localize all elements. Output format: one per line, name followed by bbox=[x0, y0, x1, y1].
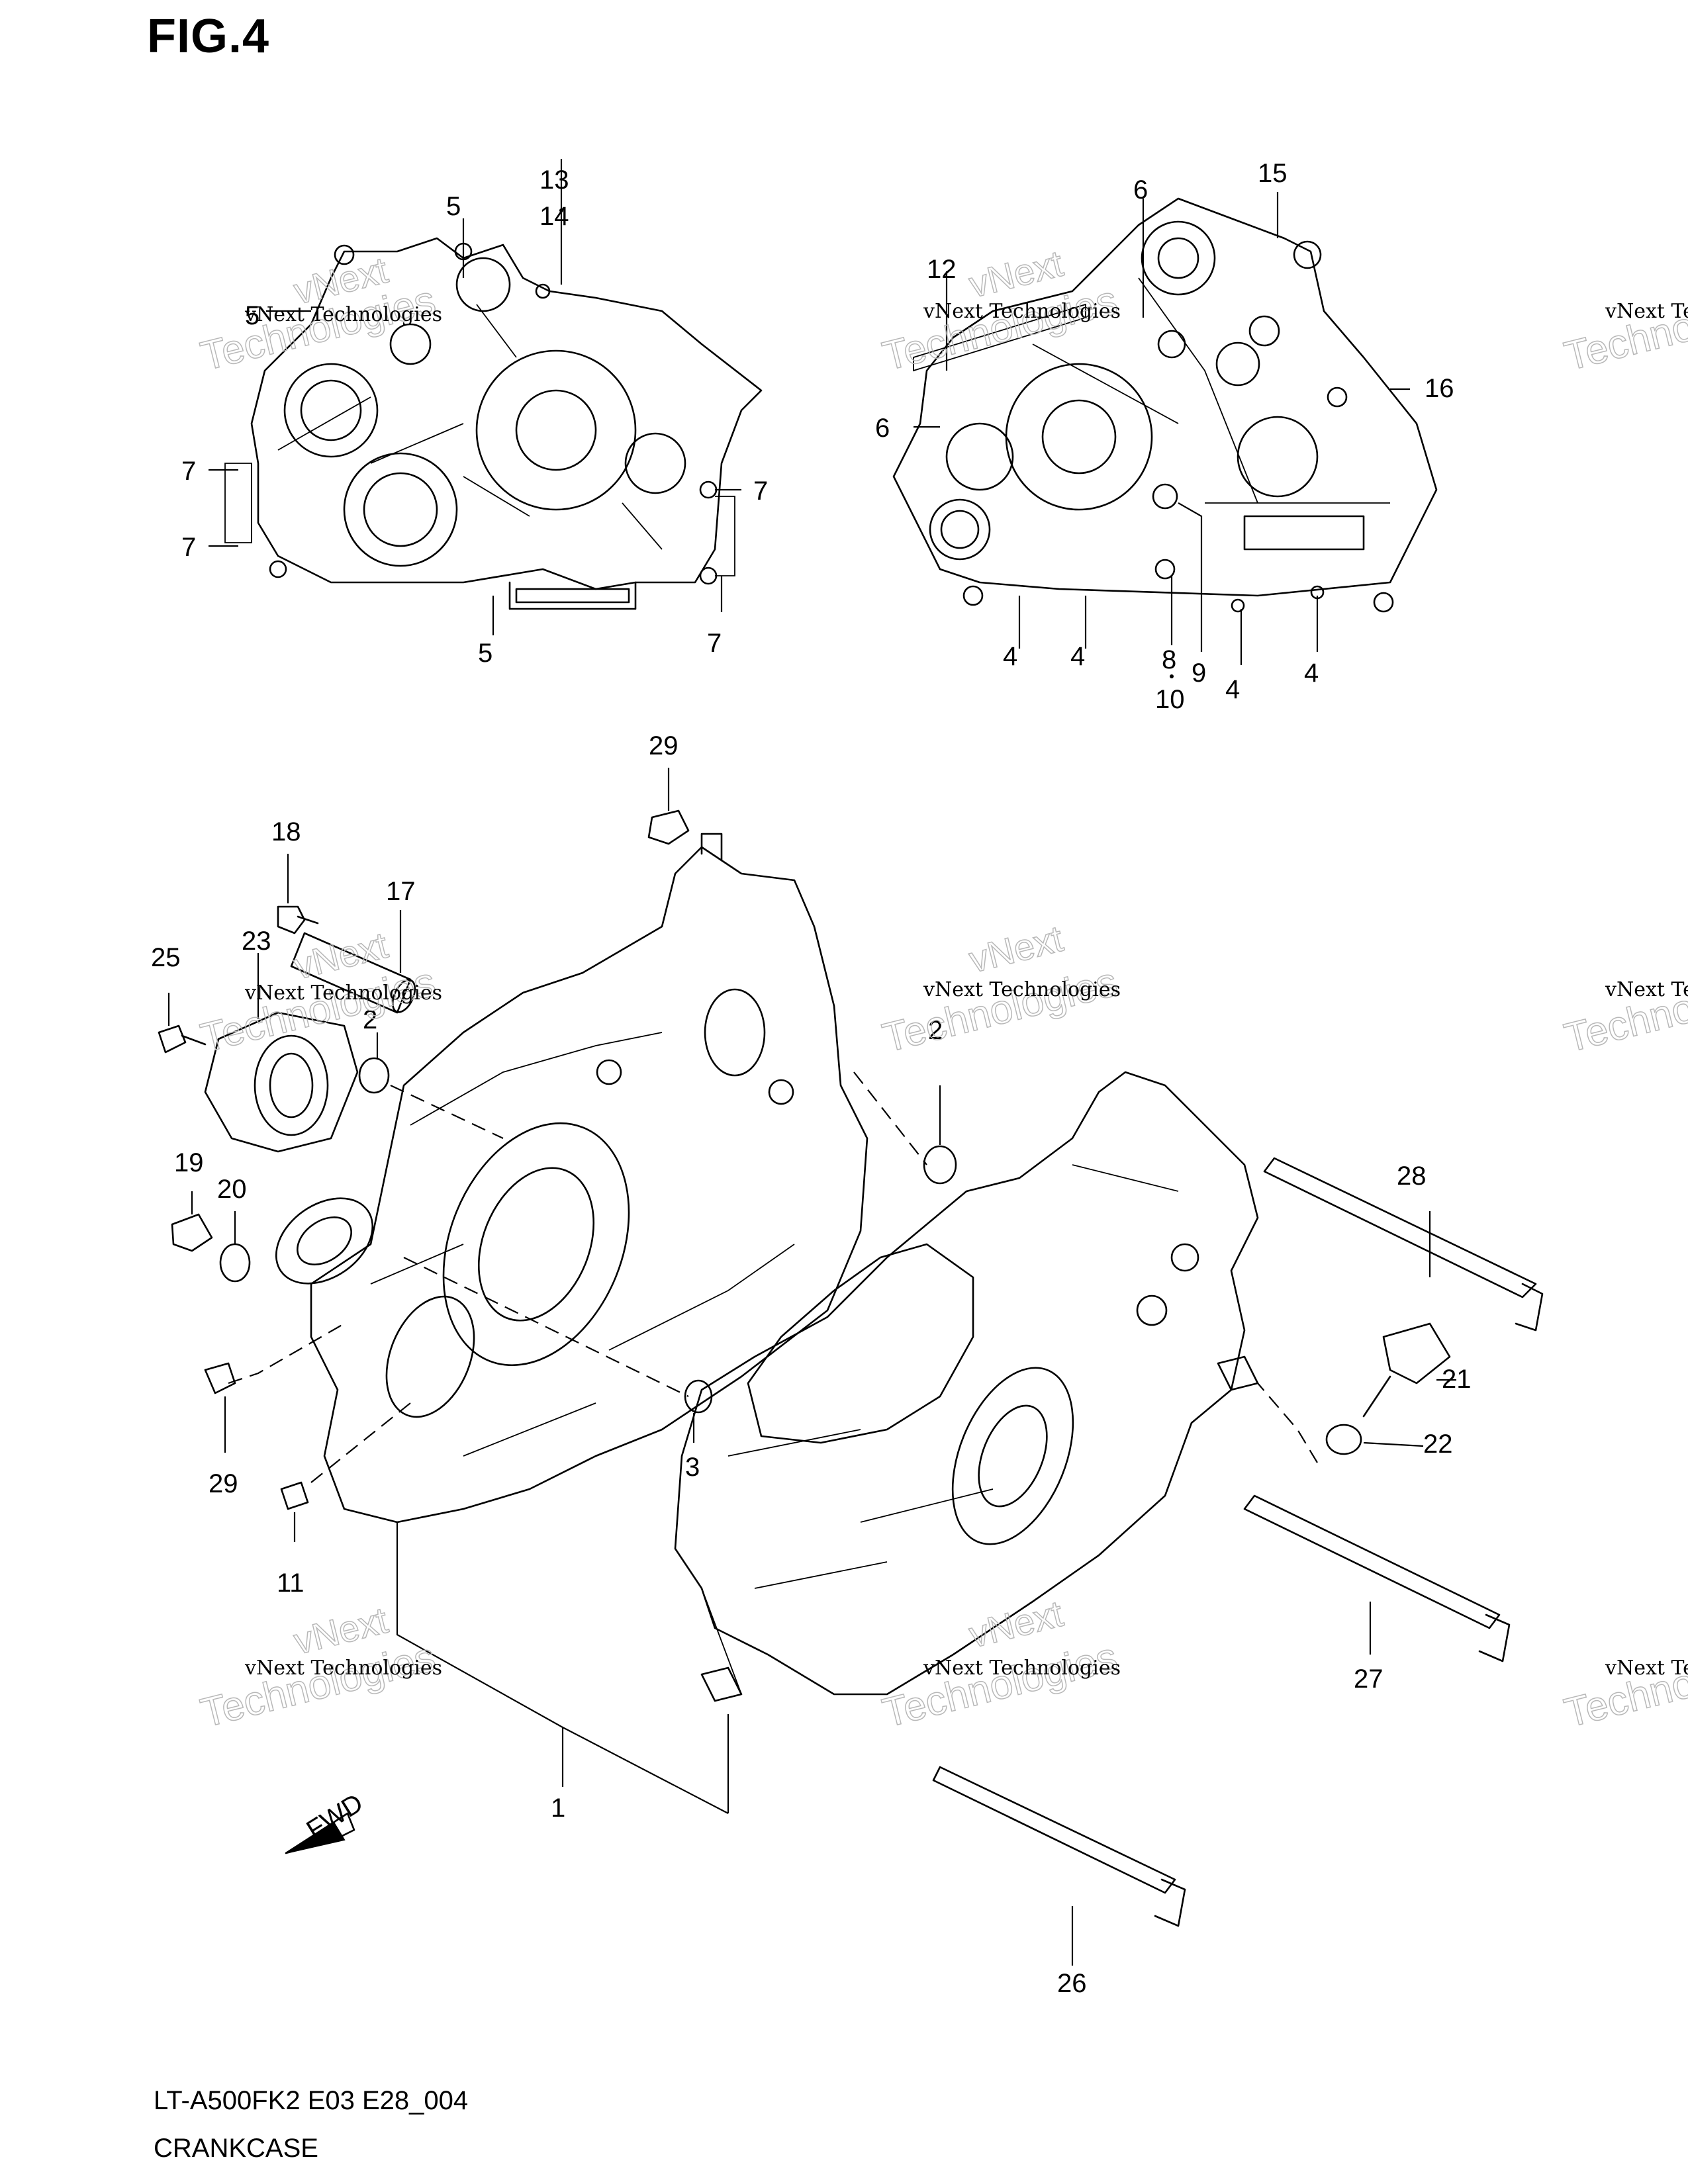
svg-text:Technologies: Technologies bbox=[1560, 1634, 1688, 1737]
callout-17: 17 bbox=[386, 877, 416, 906]
watermark-mr: Technologies vNext Technologies bbox=[1560, 958, 1688, 1062]
callout-11: 11 bbox=[277, 1569, 305, 1598]
dowel-pin-3 bbox=[684, 1379, 713, 1414]
callout-4-c: 4 bbox=[1225, 675, 1240, 704]
crankcase-right-half-view bbox=[892, 197, 1438, 613]
section-name: CRANKCASE bbox=[154, 2134, 318, 2163]
watermark-tc: vNext Technologies vNext Technologies bbox=[878, 242, 1122, 380]
callout-9: 9 bbox=[1192, 659, 1206, 688]
watermark-mc: vNext Technologies vNext Technologies bbox=[878, 917, 1122, 1062]
nut-29-left bbox=[204, 1362, 236, 1394]
svg-text:Technologies: Technologies bbox=[878, 1634, 1122, 1737]
callout-25: 25 bbox=[151, 943, 181, 972]
svg-text:Technologies: Technologies bbox=[878, 959, 1122, 1062]
callout-29-top: 29 bbox=[649, 731, 679, 760]
bolt-18 bbox=[277, 905, 319, 934]
watermark-tl: vNext Technologies vNext Technologies bbox=[196, 248, 442, 380]
callout-28: 28 bbox=[1397, 1161, 1427, 1191]
svg-text:vNext: vNext bbox=[965, 917, 1068, 981]
callout-12: 12 bbox=[927, 255, 957, 284]
svg-text:vNext Technologies: vNext Technologies bbox=[1605, 1657, 1688, 1680]
callout-1: 1 bbox=[551, 1794, 565, 1823]
plug-11 bbox=[280, 1481, 309, 1510]
callout-15: 15 bbox=[1258, 159, 1288, 188]
oil-strainer-cover-23 bbox=[204, 1011, 359, 1153]
callout-4-b: 4 bbox=[1070, 642, 1085, 671]
callout-27: 27 bbox=[1354, 1664, 1383, 1694]
callout-7-c: 7 bbox=[753, 477, 768, 506]
watermark-bc: vNext Technologies vNext Technologies bbox=[878, 1592, 1122, 1737]
svg-text:vNext: vNext bbox=[965, 1592, 1068, 1656]
callout-6-top: 6 bbox=[1133, 175, 1148, 205]
oil-seal-ring-part bbox=[275, 1197, 374, 1285]
callout-7-b: 7 bbox=[181, 533, 196, 562]
callout-29-left: 29 bbox=[209, 1469, 238, 1498]
svg-text:vNext Technologies: vNext Technologies bbox=[923, 1657, 1121, 1680]
callout-14: 14 bbox=[539, 202, 569, 231]
watermark-bl: vNext Technologies vNext Technologies bbox=[196, 1598, 442, 1737]
svg-text:vNext Technologies: vNext Technologies bbox=[244, 303, 442, 326]
svg-text:vNext Technologies: vNext Technologies bbox=[923, 300, 1121, 323]
callout-8: 8 bbox=[1162, 645, 1176, 674]
crankcase-right-half bbox=[674, 1071, 1259, 1702]
crankcase-left-half-view bbox=[224, 237, 763, 610]
plug-19 bbox=[171, 1213, 213, 1252]
svg-text:vNext Technologies: vNext Technologies bbox=[923, 978, 1121, 1001]
model-code: LT-A500FK2 E03 E28_004 bbox=[154, 2086, 469, 2115]
callout-2-right: 2 bbox=[928, 1016, 943, 1045]
callout-4-d: 4 bbox=[1304, 659, 1319, 688]
leader-lines bbox=[167, 159, 1456, 1966]
callout-23: 23 bbox=[242, 927, 271, 956]
svg-text:Technologies: Technologies bbox=[1560, 959, 1688, 1062]
watermark-group: vNext Technologies vNext Technologies vN… bbox=[196, 242, 1688, 1737]
stud-bolt-26 bbox=[932, 1766, 1186, 1927]
svg-text:vNext Technologies: vNext Technologies bbox=[244, 1657, 442, 1680]
svg-text:vNext Technologies: vNext Technologies bbox=[1605, 300, 1688, 323]
callout-16: 16 bbox=[1425, 374, 1454, 403]
o-ring-22 bbox=[1325, 1424, 1362, 1455]
dowel-pin-2-right bbox=[923, 1145, 957, 1185]
callout-2-upper: 2 bbox=[363, 1005, 377, 1034]
dowel-pin-2-upper bbox=[358, 1057, 390, 1094]
callout-4-a: 4 bbox=[1003, 642, 1017, 671]
callout-7-d: 7 bbox=[707, 629, 722, 658]
callout-5-top: 5 bbox=[446, 192, 461, 221]
crankcase-left-half bbox=[310, 833, 868, 1524]
callout-3: 3 bbox=[685, 1453, 700, 1482]
callout-26: 26 bbox=[1057, 1969, 1087, 1998]
callout-19: 19 bbox=[174, 1148, 204, 1177]
stud-bolt-27 bbox=[1243, 1494, 1511, 1662]
nut-29-top bbox=[647, 809, 690, 845]
callout-10: 10 bbox=[1155, 685, 1185, 714]
fwd-arrow-icon: FWD bbox=[285, 1788, 368, 1854]
watermark-br: Technologies vNext Technologies bbox=[1560, 1633, 1688, 1737]
callout-numbers: 1 2 2 3 4 4 4 4 5 5 5 6 6 7 7 7 7 8 9 10… bbox=[151, 159, 1472, 1998]
svg-text:vNext Technologies: vNext Technologies bbox=[244, 981, 442, 1005]
gasket-20 bbox=[219, 1243, 251, 1283]
callout-6-left: 6 bbox=[875, 414, 890, 443]
bolt-25 bbox=[158, 1024, 207, 1054]
svg-text:Technologies: Technologies bbox=[1560, 277, 1688, 380]
level-gauge-21 bbox=[1362, 1322, 1451, 1418]
callout-5-left: 5 bbox=[245, 301, 259, 330]
callout-13: 13 bbox=[539, 165, 569, 195]
watermark-tr: Technologies vNext Technologies bbox=[1560, 277, 1688, 380]
callout-5-bottom: 5 bbox=[478, 639, 492, 668]
callout-21: 21 bbox=[1442, 1365, 1472, 1394]
pipe-17 bbox=[290, 932, 416, 1014]
stud-bolt-28 bbox=[1263, 1157, 1544, 1332]
callout-7-a: 7 bbox=[181, 457, 196, 486]
svg-text:vNext Technologies: vNext Technologies bbox=[1605, 978, 1688, 1001]
figure-title: FIG.4 bbox=[147, 10, 270, 63]
callout-18: 18 bbox=[271, 817, 301, 846]
watermark-ml: vNext Technologies vNext Technologies bbox=[196, 923, 442, 1062]
callout-20: 20 bbox=[217, 1175, 247, 1204]
callout-22: 22 bbox=[1423, 1430, 1453, 1459]
